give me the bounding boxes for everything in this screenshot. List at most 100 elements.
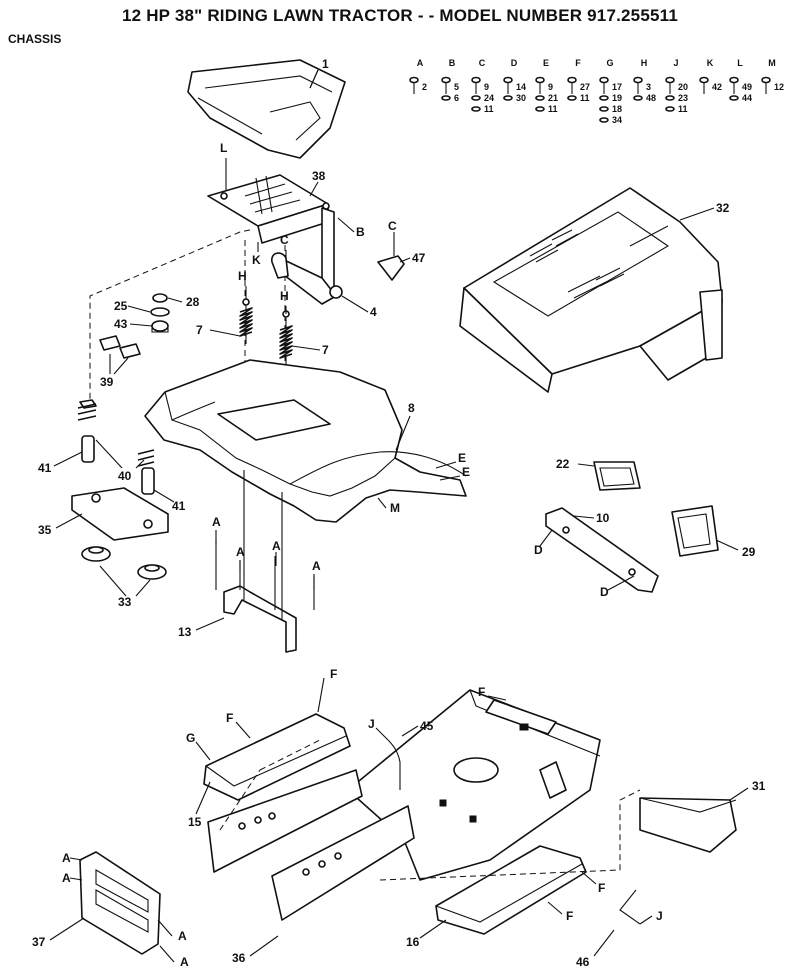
hardware-part-number: 19 bbox=[612, 93, 622, 103]
leader-line bbox=[235, 721, 251, 739]
leader-line bbox=[439, 475, 461, 481]
hardware-part-number: 11 bbox=[548, 104, 558, 114]
callout-label: 32 bbox=[716, 201, 730, 215]
callout: A bbox=[62, 851, 83, 865]
hardware-part-number: 3 bbox=[646, 82, 651, 92]
callout-label: A bbox=[272, 539, 281, 553]
leader-line bbox=[419, 919, 447, 939]
washer-icon bbox=[471, 106, 481, 112]
hardware-letter: E bbox=[543, 58, 549, 68]
hardware-part-number: 9 bbox=[484, 82, 489, 92]
callout-label: F bbox=[330, 667, 337, 681]
hardware-part-number: 12 bbox=[774, 82, 784, 92]
fastener-icon bbox=[633, 76, 643, 84]
washer-icon bbox=[665, 106, 675, 112]
callout: A bbox=[212, 515, 221, 544]
washer-nut-stack bbox=[150, 293, 170, 333]
callout-label: A bbox=[62, 851, 71, 865]
hardware-part-number: 14 bbox=[516, 82, 526, 92]
drawbar-bracket bbox=[639, 797, 737, 853]
callout-label: 41 bbox=[172, 499, 186, 513]
callout: 33 bbox=[99, 565, 151, 609]
callout-label: E bbox=[462, 465, 470, 479]
washer-icon bbox=[441, 95, 451, 101]
washer-icon bbox=[599, 95, 609, 101]
callout-label: C bbox=[280, 233, 289, 247]
callout: A bbox=[312, 559, 321, 590]
callout: D bbox=[600, 575, 635, 599]
hardware-k: K42 bbox=[699, 58, 722, 94]
callout: 46 bbox=[576, 929, 615, 969]
callout-label: K bbox=[252, 253, 261, 267]
callout-label: 45 bbox=[420, 719, 434, 733]
leader-line bbox=[69, 857, 83, 861]
callout-label: F bbox=[598, 881, 605, 895]
callout: F bbox=[547, 901, 573, 923]
washer-icon bbox=[729, 95, 739, 101]
callout: A bbox=[272, 539, 281, 566]
leader-line bbox=[309, 69, 319, 89]
callout-label: A bbox=[312, 559, 321, 573]
callout: 36 bbox=[232, 935, 279, 965]
leader-line bbox=[395, 415, 411, 451]
callout: C bbox=[280, 233, 289, 262]
callout-label: B bbox=[356, 225, 365, 239]
fastener-icon bbox=[409, 76, 419, 84]
washer-icon bbox=[567, 95, 577, 101]
hardware-part-number: 21 bbox=[548, 93, 558, 103]
hardware-part-number: 27 bbox=[580, 82, 590, 92]
hardware-part-number: 49 bbox=[742, 82, 752, 92]
callout: 47 bbox=[399, 251, 426, 265]
callout-label: A bbox=[212, 515, 221, 529]
callout: 22 bbox=[556, 457, 595, 471]
hardware-part-number: 44 bbox=[742, 93, 752, 103]
leader-line bbox=[487, 695, 507, 701]
callout: H bbox=[280, 289, 289, 314]
callout-label: 37 bbox=[32, 935, 46, 949]
callout-label: 25 bbox=[114, 299, 128, 313]
hardware-letter: H bbox=[641, 58, 648, 68]
page-title: 12 HP 38" RIDING LAWN TRACTOR - - MODEL … bbox=[121, 6, 679, 25]
leader-line bbox=[53, 451, 83, 467]
callout: 10 bbox=[573, 511, 610, 525]
callout: A bbox=[236, 545, 245, 570]
callout-label: 36 bbox=[232, 951, 246, 965]
callout-label: 40 bbox=[118, 469, 132, 483]
callout-label: H bbox=[280, 289, 289, 303]
leader-line bbox=[195, 781, 211, 815]
hardware-part-number: 5 bbox=[454, 82, 459, 92]
leader-line bbox=[129, 323, 153, 327]
fender bbox=[144, 359, 467, 523]
hardware-part-number: 30 bbox=[516, 93, 526, 103]
front-grille bbox=[79, 851, 161, 955]
callout: 41 bbox=[38, 451, 83, 475]
callout: 38 bbox=[309, 169, 326, 197]
leader-line bbox=[593, 929, 615, 957]
leader-line bbox=[309, 181, 319, 197]
left-frame-rail bbox=[207, 769, 363, 873]
callout: H bbox=[238, 269, 247, 300]
leader-line bbox=[577, 463, 595, 467]
callout-label: 10 bbox=[596, 511, 610, 525]
callout-label: F bbox=[566, 909, 573, 923]
callout: C bbox=[388, 219, 397, 256]
callout: 1 bbox=[309, 57, 329, 89]
callout: B bbox=[337, 217, 365, 239]
callout: E bbox=[439, 465, 470, 481]
callout-label: 43 bbox=[114, 317, 128, 331]
hardware-letter: B bbox=[449, 58, 456, 68]
washer-icon bbox=[665, 95, 675, 101]
leader-line bbox=[539, 529, 553, 547]
callout: L bbox=[220, 141, 227, 190]
leader-line bbox=[607, 575, 635, 591]
leader-line bbox=[639, 915, 653, 925]
callout-label: 7 bbox=[322, 343, 329, 357]
callout-label: H bbox=[238, 269, 247, 283]
leader-line bbox=[153, 489, 175, 503]
